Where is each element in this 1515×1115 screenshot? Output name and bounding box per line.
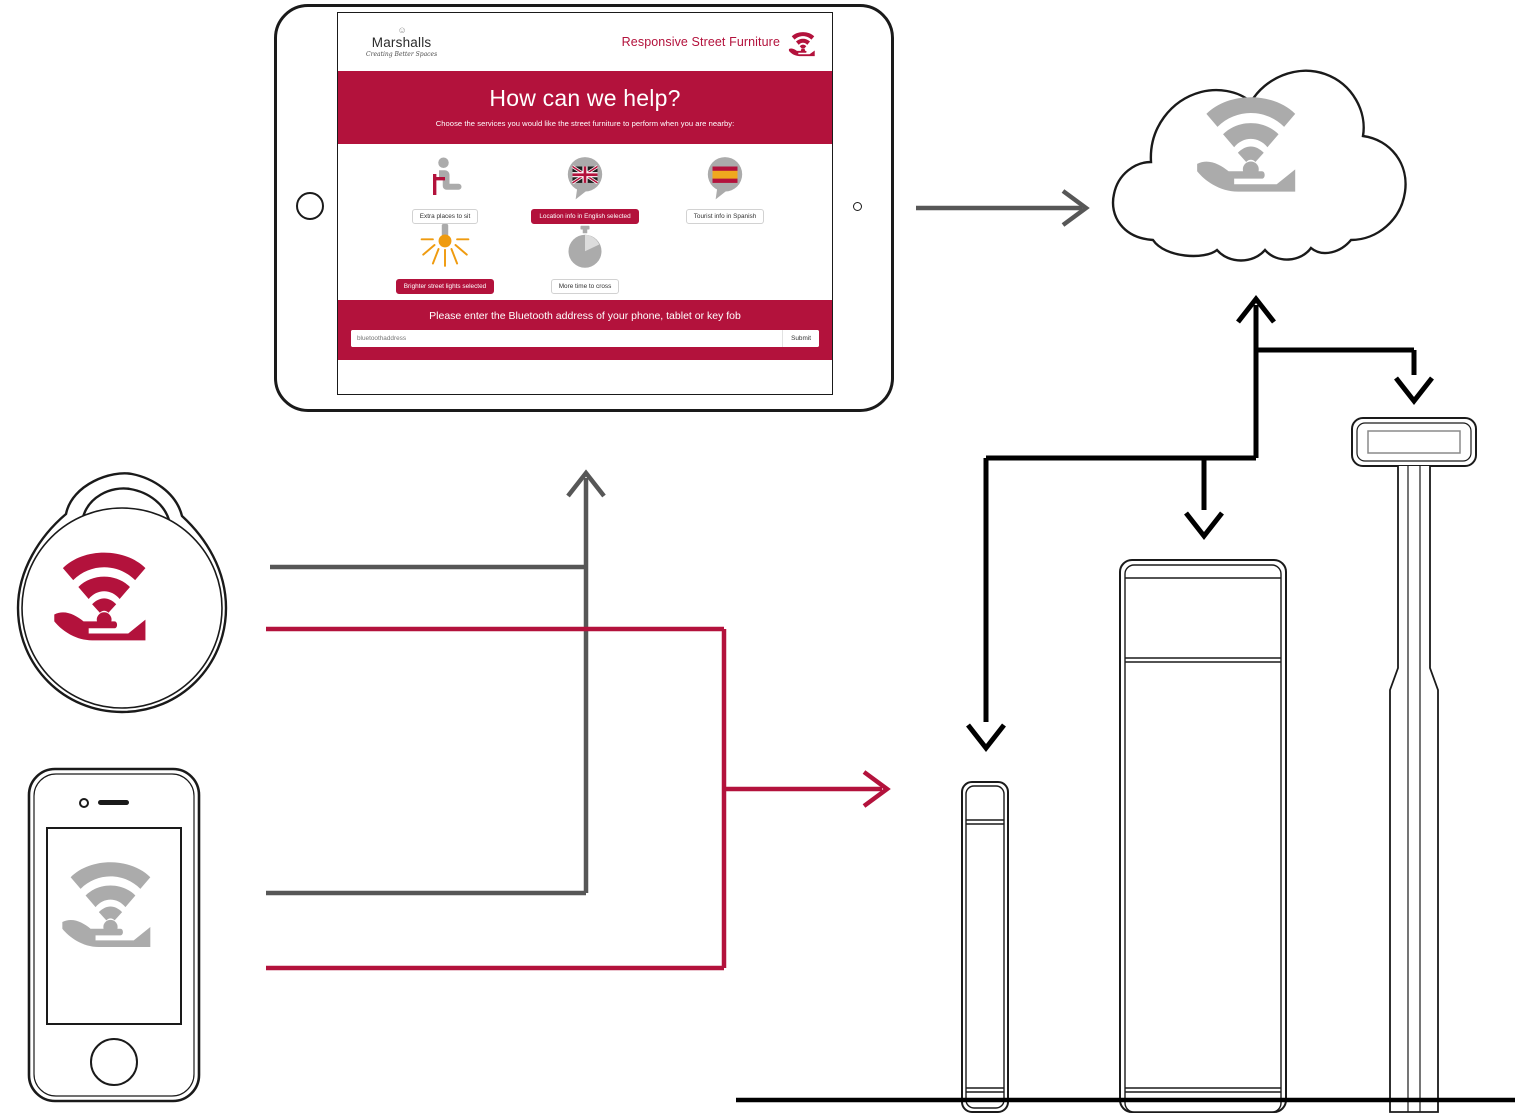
service-tourist-spanish[interactable]: Tourist info in Spanish xyxy=(655,154,795,224)
bollard xyxy=(961,781,1009,1113)
service-label[interactable]: Tourist info in Spanish xyxy=(685,209,765,224)
street-furniture-group xyxy=(736,417,1515,1113)
street-light xyxy=(1351,417,1477,1113)
wifi-hand-icon xyxy=(788,32,815,57)
connector-devices-to-street-furniture xyxy=(266,626,891,971)
marshalls-logo: ☺ Marshalls Creating Better Spaces xyxy=(366,26,437,58)
wifi-hand-icon xyxy=(62,862,151,947)
bluetooth-prompt: Please enter the Bluetooth address of yo… xyxy=(429,310,741,322)
marshalls-logo-mark: ☺ xyxy=(397,25,406,36)
service-location-english[interactable]: Location info in English selected xyxy=(515,154,655,224)
connector-tablet-to-cloud xyxy=(916,189,1090,227)
uk-flag-speech-bubble-icon xyxy=(560,154,610,204)
waste-bin-unit xyxy=(1119,559,1287,1113)
services-row-1: Extra places to sit xyxy=(338,154,832,224)
service-brighter-lights[interactable]: Brighter street lights selected xyxy=(375,224,515,294)
phone-speaker-icon xyxy=(98,800,129,805)
hero-banner: How can we help? Choose the services you… xyxy=(338,71,832,144)
services-area: Extra places to sit xyxy=(338,144,832,300)
tablet-camera-icon xyxy=(853,202,862,211)
connector-cloud-to-street-furniture xyxy=(966,294,1434,753)
submit-button[interactable]: Submit xyxy=(782,330,819,347)
service-extra-seating[interactable]: Extra places to sit xyxy=(375,154,515,224)
tablet-screen: ☺ Marshalls Creating Better Spaces Respo… xyxy=(337,12,833,395)
service-label[interactable]: Location info in English selected xyxy=(531,209,639,224)
spain-flag-speech-bubble-icon xyxy=(700,154,750,204)
cloud-service xyxy=(1111,69,1407,262)
seated-person-icon xyxy=(421,154,469,204)
hero-heading: How can we help? xyxy=(489,85,681,111)
service-more-crossing-time[interactable]: More time to cross xyxy=(515,224,655,294)
bright-lamp-icon xyxy=(419,224,471,274)
marshalls-logo-tagline: Creating Better Spaces xyxy=(366,50,438,58)
tablet-home-button[interactable] xyxy=(296,192,324,220)
services-row-2: Brighter street lights selected More tim… xyxy=(338,224,832,294)
app-header-right: Responsive Street Furniture xyxy=(622,27,818,57)
smartphone xyxy=(27,767,201,1103)
app-header: ☺ Marshalls Creating Better Spaces Respo… xyxy=(338,13,832,71)
stopwatch-icon xyxy=(561,224,609,274)
key-fob xyxy=(16,472,228,714)
product-title: Responsive Street Furniture xyxy=(621,35,780,49)
service-label[interactable]: Brighter street lights selected xyxy=(395,279,495,294)
bluetooth-section: Please enter the Bluetooth address of yo… xyxy=(338,300,832,360)
connector-devices-to-cloud xyxy=(266,469,606,896)
service-label[interactable]: More time to cross xyxy=(550,279,620,294)
bluetooth-address-input[interactable] xyxy=(351,330,783,347)
hero-subheading: Choose the services you would like the s… xyxy=(435,119,735,128)
wifi-hand-icon xyxy=(1197,97,1296,192)
service-label[interactable]: Extra places to sit xyxy=(411,209,479,224)
phone-home-button[interactable] xyxy=(90,1038,138,1086)
wifi-hand-icon xyxy=(54,552,146,641)
marshalls-logo-name: Marshalls xyxy=(371,35,432,51)
phone-camera-icon xyxy=(79,798,89,808)
bluetooth-form: Submit xyxy=(351,330,819,347)
